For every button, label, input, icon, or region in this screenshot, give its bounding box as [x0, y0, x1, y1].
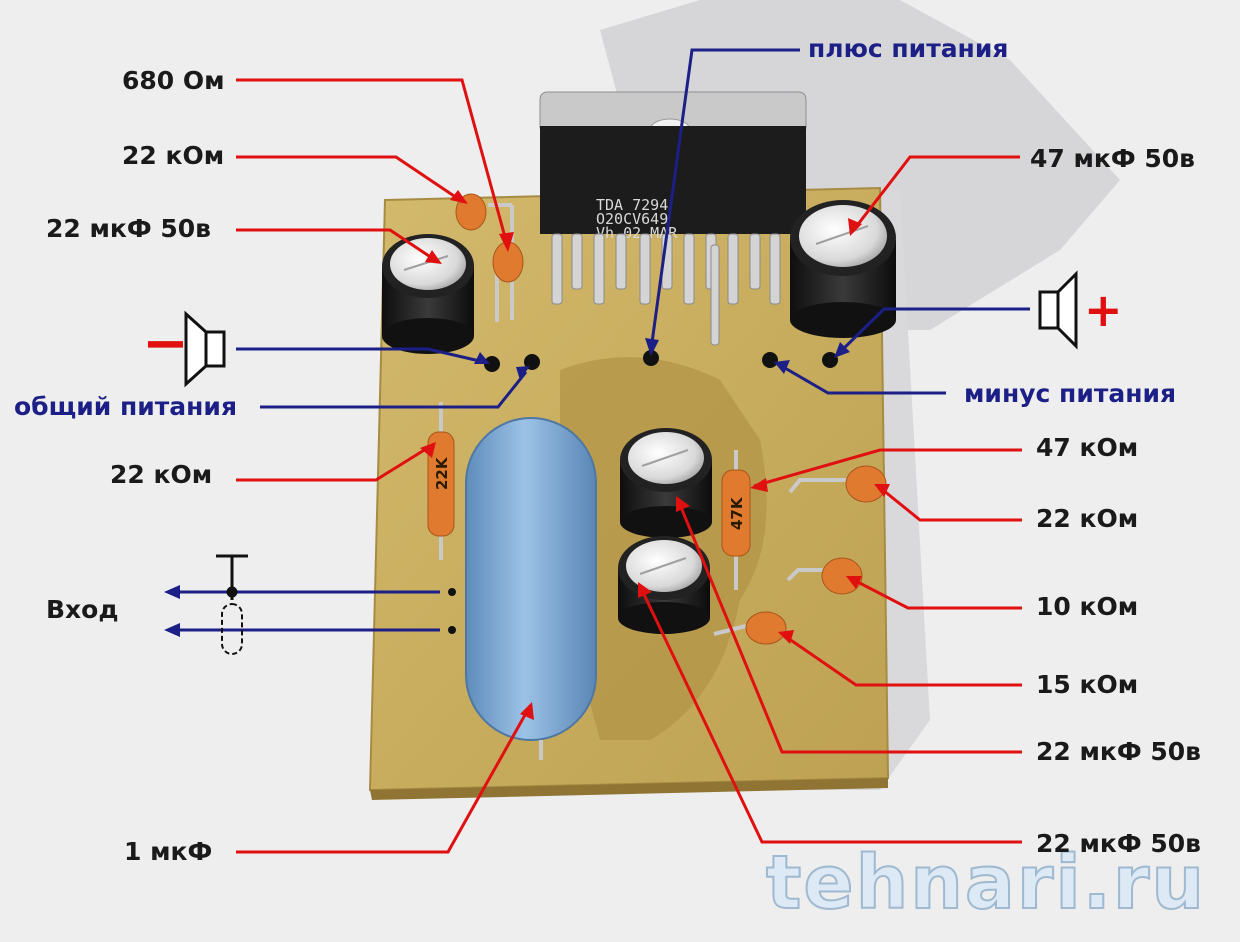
- label-22uf-bottom: 22 мкФ 50в: [1036, 829, 1201, 858]
- label-plus-supply: плюс питания: [808, 34, 1008, 63]
- resistor-47k: 47K: [721, 450, 751, 590]
- label-680-ohm: 680 Ом: [122, 66, 225, 95]
- label-22k-top: 22 кОм: [122, 141, 224, 170]
- blue-arrowheads: [164, 338, 850, 637]
- board-edge: [370, 778, 888, 800]
- chip-label-line2: O20CV649: [596, 210, 668, 228]
- input-shield-symbol: [216, 554, 248, 655]
- cap-22uf-bottom: [618, 536, 710, 634]
- label-1uf: 1 мкФ: [124, 837, 212, 866]
- resistor-15k: [713, 611, 787, 645]
- chip-legs: [551, 233, 781, 346]
- label-47k: 47 кОм: [1036, 433, 1138, 462]
- label-22uf-mid: 22 мкФ 50в: [1036, 737, 1201, 766]
- resistor-mark-47k: 47K: [728, 496, 746, 530]
- label-10k: 10 кОм: [1036, 592, 1138, 621]
- tda7294-chip: TDA 7294 O20CV649 Vh 02 MAR: [539, 91, 807, 242]
- speaker-minus-icon: [184, 310, 226, 388]
- red-arrowheads: [420, 190, 890, 720]
- label-22k-left: 22 кОм: [110, 460, 212, 489]
- resistor-22k-right: [788, 465, 887, 503]
- cap-47uf: [790, 200, 896, 338]
- cap-22uf-mid: [620, 428, 712, 538]
- label-22uf-top-left: 22 мкФ 50в: [46, 214, 211, 243]
- speaker-plus-icon: [1038, 270, 1078, 350]
- speaker-plus-sign: +: [1084, 283, 1123, 337]
- label-input: Вход: [46, 595, 119, 624]
- cap-22uf-top-left: [382, 234, 474, 354]
- chip-label-line1: TDA 7294: [596, 196, 668, 214]
- label-common-supply: общий питания: [14, 392, 237, 421]
- watermark: tehnari.ru: [766, 840, 1206, 926]
- solder-pads: [448, 350, 838, 634]
- speaker-minus-sign: −: [142, 311, 189, 376]
- blue-leaders: [170, 48, 1030, 632]
- red-leaders: [236, 78, 1022, 854]
- label-minus-supply: минус питания: [964, 379, 1176, 408]
- film-cap-1uf: [465, 417, 597, 760]
- label-47uf: 47 мкФ 50в: [1030, 144, 1195, 173]
- resistor-mark-22k: 22K: [433, 456, 451, 490]
- label-22k-right: 22 кОм: [1036, 504, 1138, 533]
- resistor-22k-left: 22K: [427, 402, 455, 560]
- label-15k: 15 кОм: [1036, 670, 1138, 699]
